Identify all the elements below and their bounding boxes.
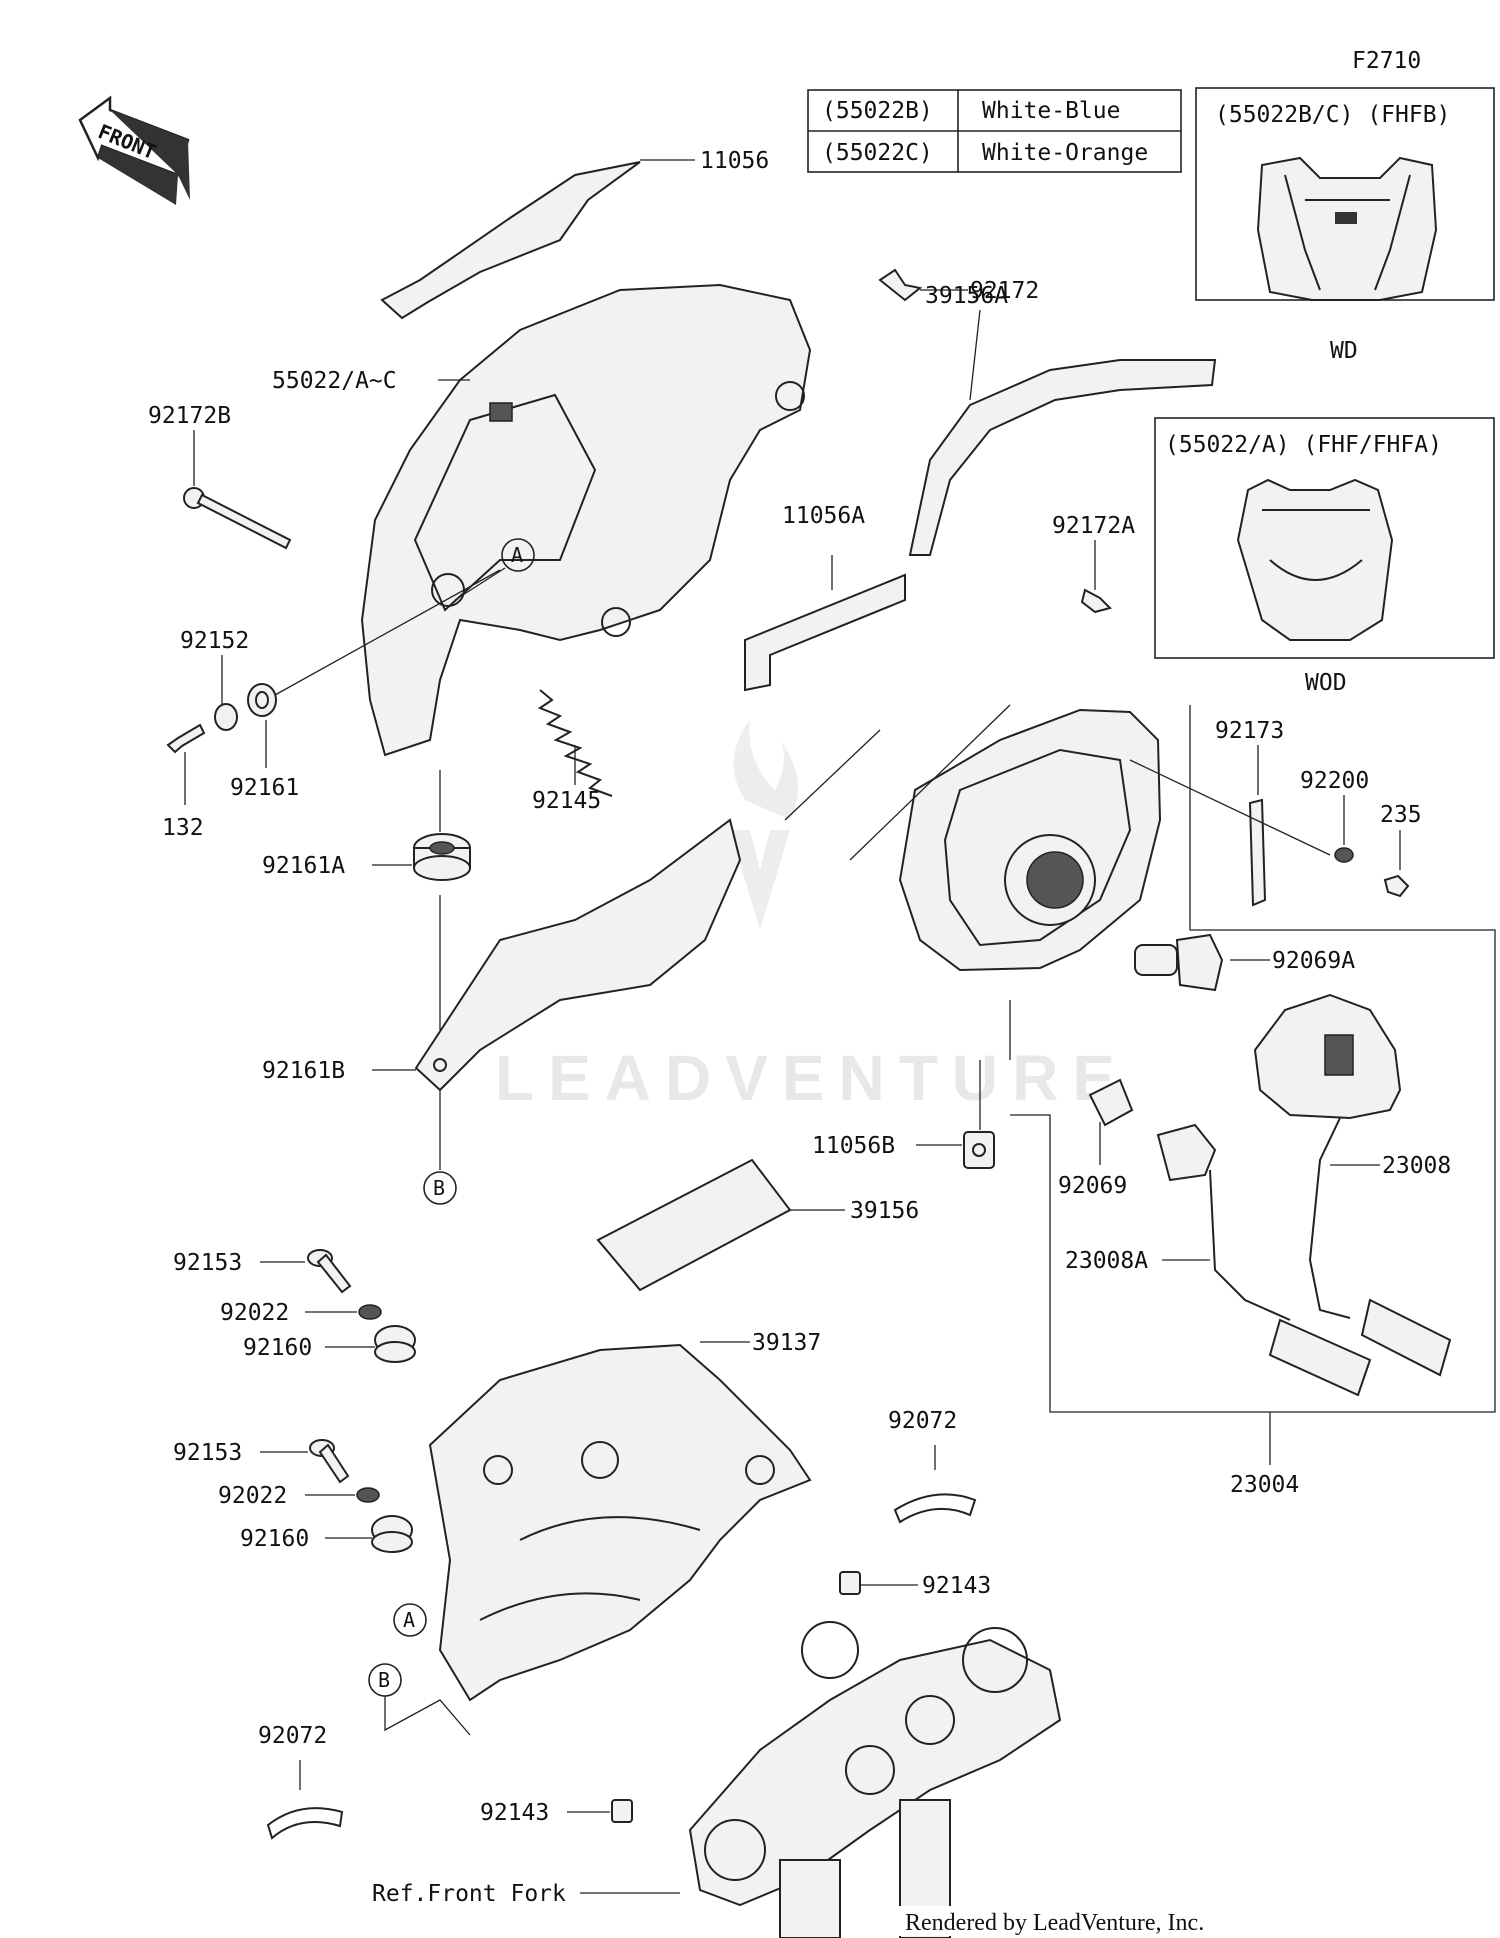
callout-b-upper: B: [423, 1171, 457, 1205]
label-ref-front-fork: Ref.Front Fork: [372, 1881, 566, 1907]
label-132: 132: [162, 815, 204, 841]
inset-wod-caption: WOD: [1305, 670, 1347, 696]
label-235: 235: [1380, 802, 1422, 828]
bracket-11056a: 11056A: [744, 503, 906, 692]
figure-code: F2710: [1352, 48, 1421, 74]
label-55022: 55022/A~C: [272, 368, 397, 394]
bolt-92172b: 92172B: [148, 403, 292, 550]
label-23008a: 23008A: [1065, 1248, 1148, 1274]
inset-wd-caption: WD: [1330, 338, 1358, 364]
label-92072-right: 92072: [888, 1408, 957, 1434]
label-92172b: 92172B: [148, 403, 231, 429]
strip-39156a: 39156A: [908, 283, 1217, 556]
label-92153-upper: 92153: [173, 1250, 242, 1276]
label-92161b: 92161B: [262, 1058, 345, 1084]
band-92072-left: 92072: [258, 1723, 344, 1840]
screw-92172a: 92172A: [1052, 513, 1135, 614]
label-39156: 39156: [850, 1198, 919, 1224]
label-11056b: 11056B: [812, 1133, 895, 1159]
footer-credit: Rendered by LeadVenture, Inc.: [905, 1910, 1204, 1936]
label-92145: 92145: [532, 788, 601, 814]
callout-a-lower-text: A: [403, 1608, 415, 1632]
label-92143-lower: 92143: [480, 1800, 549, 1826]
label-92160-upper: 92160: [243, 1335, 312, 1361]
fasteners-upper: 92153 92022 92160: [173, 1249, 416, 1363]
label-92172a: 92172A: [1052, 513, 1135, 539]
band-92072-right: 92072: [888, 1408, 977, 1524]
plate-92161b: 92161B: [262, 818, 742, 1170]
color-code-1: (55022B): [822, 98, 933, 124]
label-92153-lower: 92153: [173, 1440, 242, 1466]
label-92200: 92200: [1300, 768, 1369, 794]
spring-92145: 92145: [532, 689, 613, 814]
leadventure-watermark: LEADVENTURE: [495, 720, 1129, 1114]
color-name-1: White-Blue: [982, 98, 1120, 124]
bulb-92069: 92069 23008A: [1058, 1078, 1372, 1397]
label-11056: 11056: [700, 148, 769, 174]
grommet-92161a: 92161A: [262, 770, 471, 1030]
callout-b-upper-text: B: [433, 1176, 445, 1200]
washers-92152-92161: 92152 92161 132: [162, 569, 501, 841]
headlight-cover: 55022/A~C: [272, 283, 812, 757]
color-name-2: White-Orange: [982, 140, 1148, 166]
callout-a-upper: A: [454, 538, 535, 601]
label-92069: 92069: [1058, 1173, 1127, 1199]
label-23008: 23008: [1382, 1153, 1451, 1179]
inset-wod-header: (55022/A) (FHF/FHFA): [1165, 432, 1442, 458]
label-92072-left: 92072: [258, 1723, 327, 1749]
clip-11056b: 11056B: [812, 1000, 1011, 1169]
label-92022-lower: 92022: [218, 1483, 287, 1509]
label-92152: 92152: [180, 628, 249, 654]
fasteners-lower: 92153 92022 92160: [173, 1439, 413, 1553]
label-39137: 39137: [752, 1330, 821, 1356]
strap-92173: 92173 92200 235: [1129, 718, 1422, 907]
collar-92143-right: 92143: [839, 1571, 991, 1599]
label-92173: 92173: [1215, 718, 1284, 744]
label-92160-lower: 92160: [240, 1526, 309, 1552]
callout-a-lower: A: [393, 1603, 427, 1637]
bracket-39137: 39137: [428, 1330, 821, 1702]
label-11056a: 11056A: [782, 503, 865, 529]
group-23004: 23004: [1010, 705, 1496, 1498]
label-92143-right: 92143: [922, 1573, 991, 1599]
front-arrow-icon: FRONT: [78, 95, 190, 205]
callout-b-lower-text: B: [378, 1668, 390, 1692]
headlight-unit: [784, 704, 1162, 972]
bracket-11056: 11056: [380, 148, 769, 320]
screw-92172: 92172: [878, 268, 1039, 304]
label-39156a: 39156A: [925, 283, 1008, 309]
label-92022-upper: 92022: [220, 1300, 289, 1326]
inset-wd: (55022B/C) (FHFB) WD: [1195, 87, 1495, 364]
callout-b-lower: B: [368, 1663, 471, 1736]
label-92161: 92161: [230, 775, 299, 801]
watermark-text: LEADVENTURE: [495, 1042, 1129, 1114]
label-92172: 92172: [970, 278, 1039, 304]
inset-wod: (55022/A) (FHF/FHFA) WOD: [1154, 417, 1495, 696]
callout-a-upper-text: A: [511, 543, 523, 567]
label-23004: 23004: [1230, 1472, 1299, 1498]
inset-wd-header: (55022B/C) (FHFB): [1215, 102, 1450, 128]
bulb-92069a: 92069A: [1134, 933, 1355, 992]
label-92069a: 92069A: [1272, 948, 1355, 974]
label-92161a: 92161A: [262, 853, 345, 879]
harness-23008: 23008: [1253, 993, 1451, 1377]
collar-92143-lower: 92143: [480, 1799, 633, 1826]
strip-39156: 39156: [596, 1158, 919, 1292]
color-table: (55022B) White-Blue (55022C) White-Orang…: [807, 89, 1182, 173]
color-code-2: (55022C): [822, 140, 933, 166]
